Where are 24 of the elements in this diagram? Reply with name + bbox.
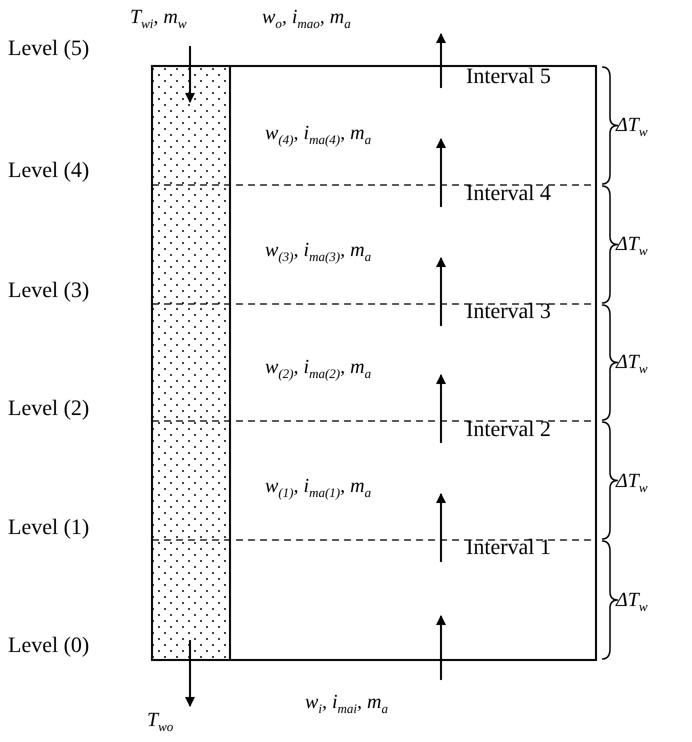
temperature-difference-label: ΔT$_{w}$ [616,469,648,497]
variable-label: w$_{(3)}$, i$_{ma(3)}$, m$_{a}$ [265,238,372,266]
level-label: Level (1) [8,514,90,540]
variable-label: w$_{(2)}$, i$_{ma(2)}$, m$_{a}$ [265,355,372,383]
interval-label: Interval 5 [466,63,551,89]
temperature-difference-label: ΔT$_{w}$ [616,232,648,260]
interval-label: Interval 1 [466,534,551,560]
interval-label: Interval 2 [466,416,551,442]
level-label: Level (4) [8,157,90,183]
variable-label: w$_{o}$, i$_{mao}$, m$_{a}$ [262,5,351,33]
level-label: Level (3) [8,277,90,303]
temperature-difference-label: ΔT$_{w}$ [616,113,648,141]
temperature-difference-label: ΔT$_{w}$ [616,588,648,616]
variable-label: w$_{i}$, i$_{mai}$, m$_{a}$ [305,690,388,718]
level-label: Level (0) [8,632,90,658]
variable-label: T$_{wo}$ [147,708,174,736]
level-label: Level (5) [8,35,90,61]
interval-label: Interval 3 [466,298,551,324]
variable-label: w$_{(1)}$, i$_{ma(1)}$, m$_{a}$ [265,474,372,502]
variable-label: T$_{wi}$, m$_{w}$ [130,5,187,33]
interval-label: Interval 4 [466,180,551,206]
level-label: Level (2) [8,395,90,421]
variable-label: w$_{(4)}$, i$_{ma(4)}$, m$_{a}$ [265,121,372,149]
temperature-difference-label: ΔT$_{w}$ [616,350,648,378]
